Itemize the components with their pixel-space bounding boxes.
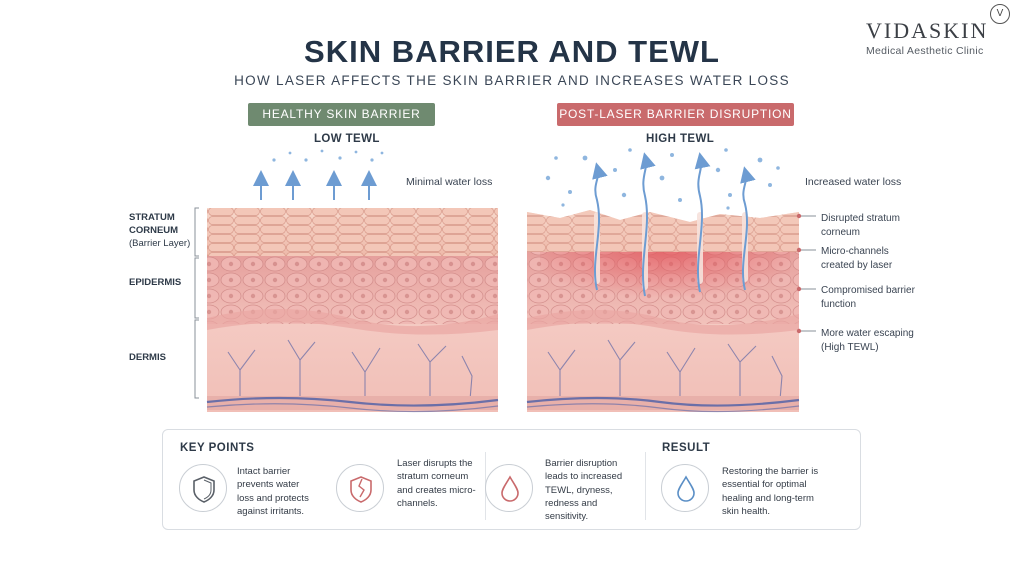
callout-more-water-escaping: More water escaping (High TEWL) [821, 328, 914, 353]
callout-disrupted-sc: Disrupted stratum corneum [821, 213, 900, 238]
key-point-text: Laser disrupts the stratum corneum and c… [397, 458, 476, 509]
minimal-water-loss-note: Minimal water loss [406, 176, 493, 188]
healthy-barrier-badge: HEALTHY SKIN BARRIER [248, 103, 435, 126]
result-heading: RESULT [662, 442, 711, 454]
callout-micro-channels: Micro-channels created by laser [821, 246, 893, 271]
dermis-label: DERMIS [129, 352, 166, 363]
post-laser-vessels [547, 339, 783, 401]
logo-tagline: Medical Aesthetic Clinic [866, 45, 984, 57]
barrier-layer-note: (Barrier Layer) [129, 238, 191, 249]
post-laser-skin-block [526, 210, 800, 413]
water-drop-blue-icon-circle [661, 464, 709, 512]
stratum-text: STRATUM [129, 212, 175, 223]
broken-shield-icon-circle [336, 464, 384, 512]
callout-ticks [800, 215, 816, 332]
logo-mark-icon: V [990, 4, 1010, 24]
healthy-vessels [227, 339, 473, 401]
water-drop-blue-icon [677, 475, 695, 502]
shield-icon-circle [179, 464, 227, 512]
healthy-water-arrows [253, 170, 377, 200]
stratum-corneum-label: STRATUM CORNEUM (Barrier Layer) [129, 211, 190, 250]
panel-divider [645, 452, 646, 520]
low-tewl-label: LOW TEWL [314, 133, 380, 145]
key-point-text: Barrier disruption leads to increased TE… [545, 458, 623, 523]
page-subtitle: HOW LASER AFFECTS THE SKIN BARRIER AND I… [234, 73, 790, 88]
epidermis-label: EPIDERMIS [129, 277, 182, 288]
callout-dots [796, 213, 802, 334]
key-points-panel: KEY POINTS RESULT Intact barrier prevent… [162, 429, 861, 530]
brand-logo: VIDASKIN Medical Aesthetic Clinic V [866, 4, 1016, 57]
layer-brackets [194, 207, 199, 399]
post-laser-water-droplets [545, 148, 780, 210]
post-laser-water-arrows [592, 152, 756, 297]
page-title: SKIN BARRIER AND TEWL [304, 34, 720, 69]
post-laser-badge: POST-LASER BARRIER DISRUPTION [557, 103, 794, 126]
water-drop-red-icon-circle [485, 464, 533, 512]
high-tewl-label: HIGH TEWL [646, 133, 715, 145]
logo-name: VIDASKIN [866, 18, 989, 43]
increased-water-loss-note: Increased water loss [805, 176, 902, 188]
healthy-skin-block [206, 208, 499, 413]
healthy-water-droplets [272, 149, 384, 162]
broken-shield-icon [350, 476, 372, 503]
key-point-text: Intact barrier prevents water loss and p… [237, 466, 309, 517]
key-points-heading: KEY POINTS [180, 442, 255, 454]
shield-icon [193, 476, 215, 503]
water-drop-red-icon [501, 475, 519, 502]
callout-compromised-barrier: Compromised barrier function [821, 285, 915, 310]
result-text: Restoring the barrier is essential for o… [722, 466, 819, 517]
corneum-text: CORNEUM [129, 225, 179, 236]
